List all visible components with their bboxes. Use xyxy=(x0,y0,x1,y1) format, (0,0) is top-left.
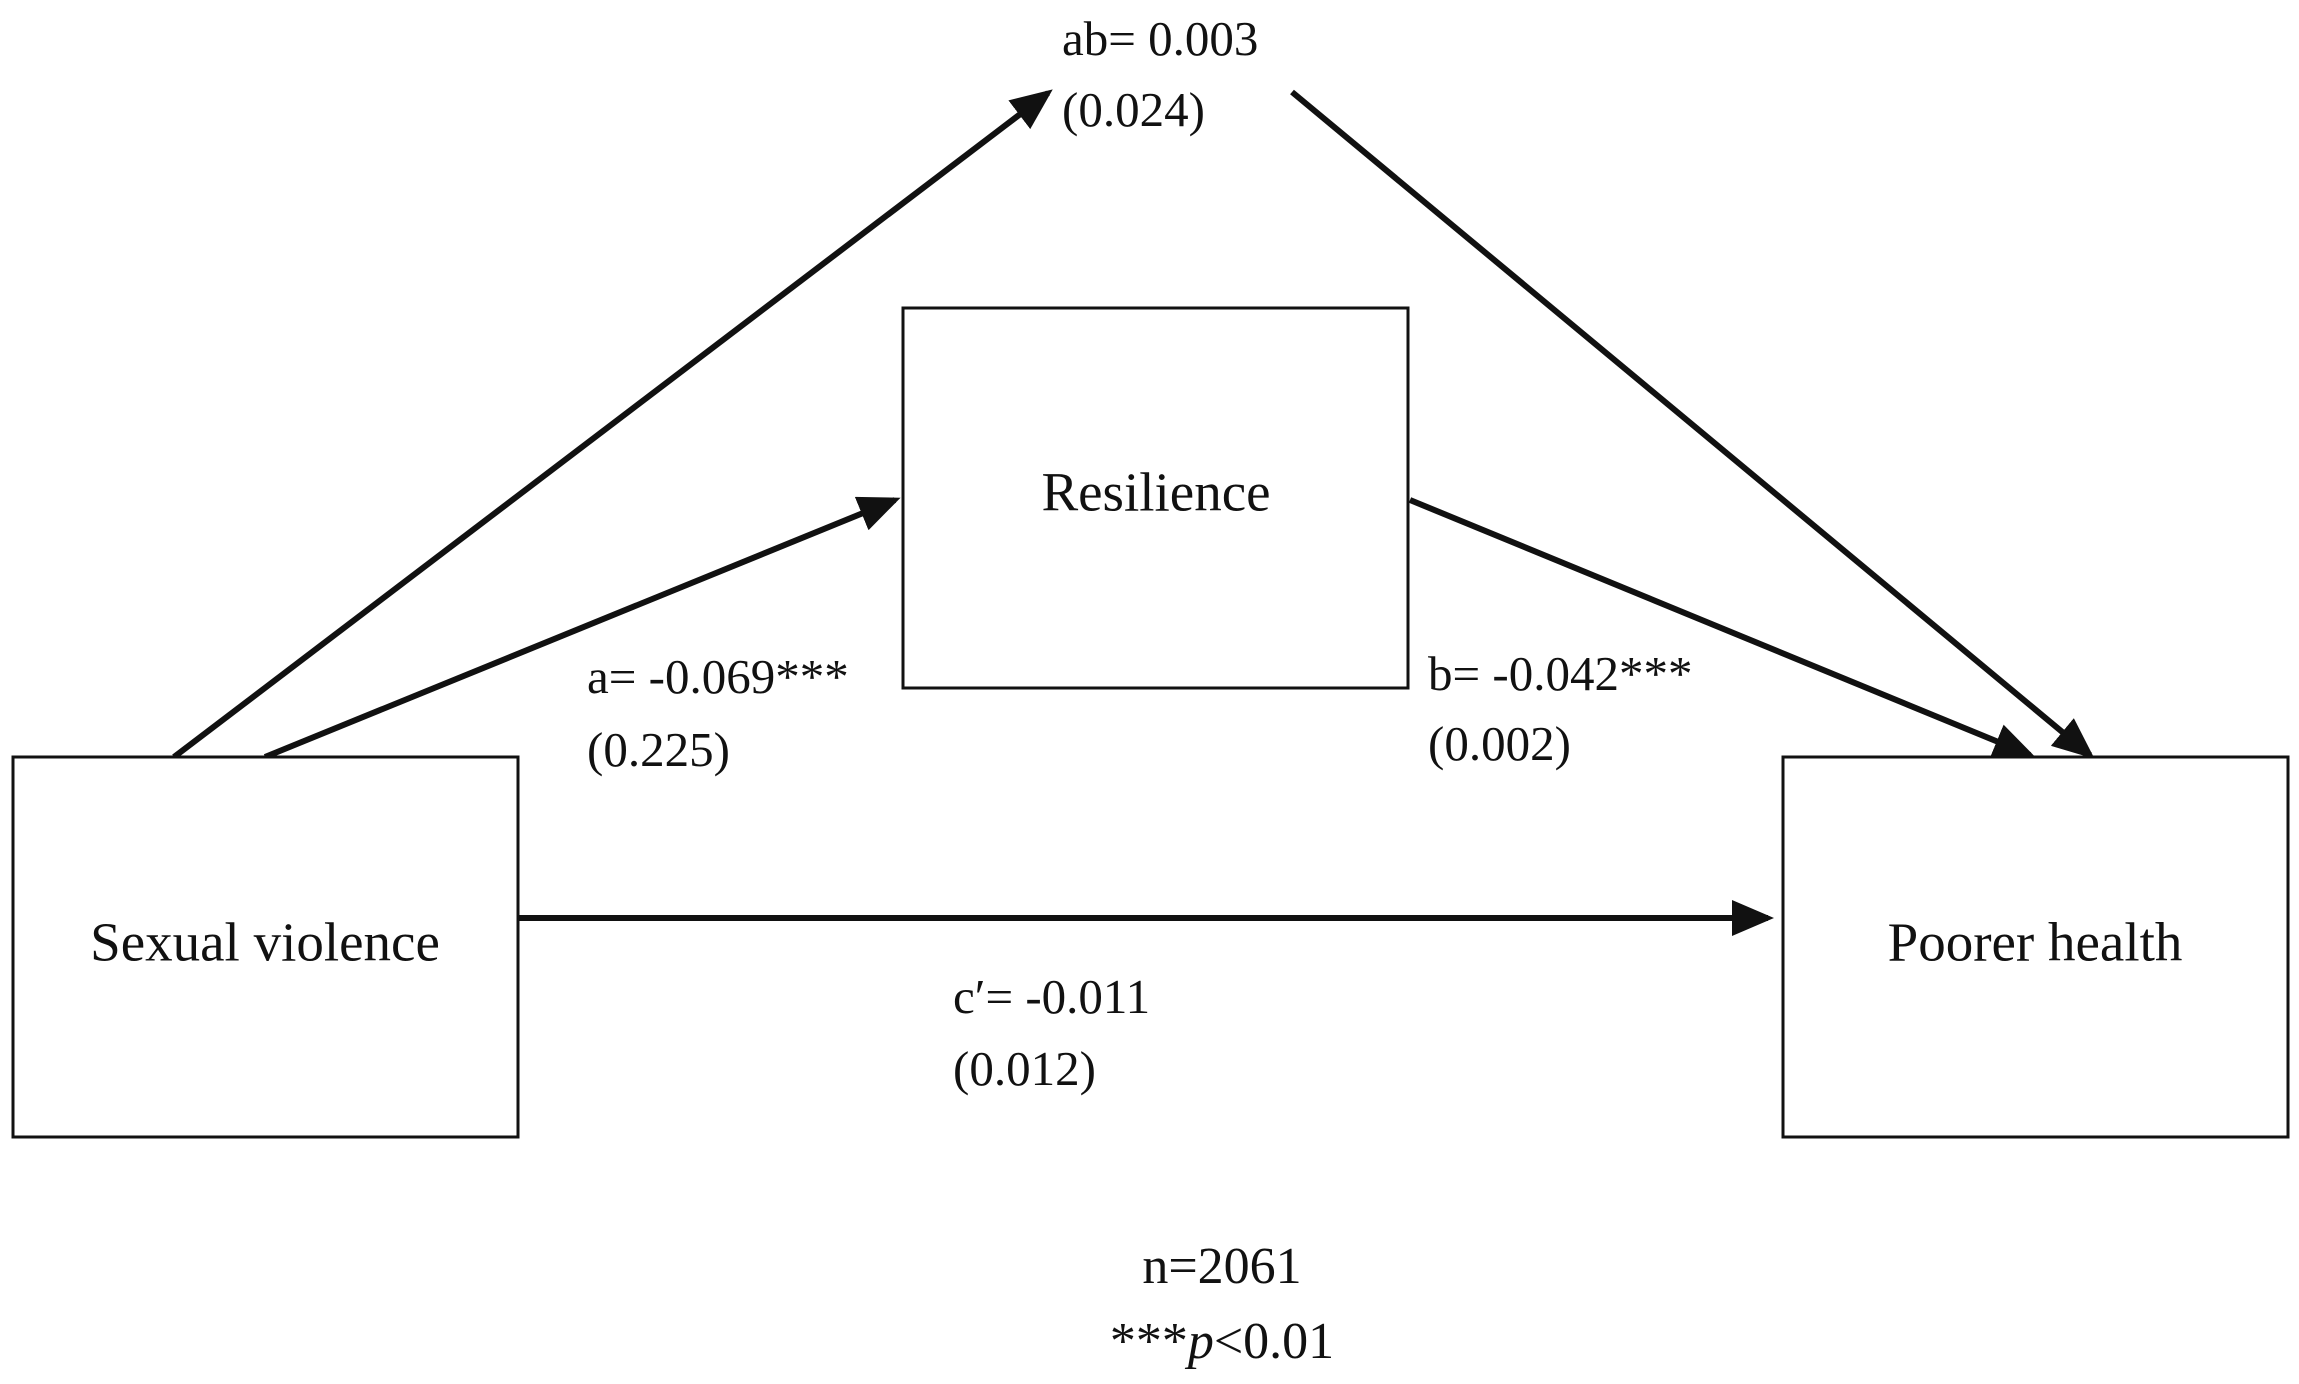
path-a-standard-error: (0.225) xyxy=(587,722,730,777)
significance-p: p xyxy=(1184,1313,1214,1370)
path-c-prime-standard-error: (0.012) xyxy=(953,1041,1096,1096)
path-c-prime-estimate: c′= -0.011 xyxy=(953,969,1150,1024)
path-ab-coefficient: ab= 0.003 (0.024) xyxy=(1062,11,1258,137)
node-poorer-health: Poorer health xyxy=(1781,755,2290,1139)
indirect-effect-arrow-up xyxy=(172,89,1053,760)
significance-threshold: <0.01 xyxy=(1214,1313,1334,1370)
path-b-estimate: b= -0.042*** xyxy=(1428,646,1692,701)
node-sexual-violence-label: Sexual violence xyxy=(90,912,440,973)
node-resilience: Resilience xyxy=(901,306,1410,690)
node-resilience-label: Resilience xyxy=(1041,462,1270,523)
path-b-coefficient: b= -0.042*** (0.002) xyxy=(1428,646,1692,771)
node-sexual-violence: Sexual violence xyxy=(11,755,520,1139)
path-ab-estimate: ab= 0.003 xyxy=(1062,11,1258,66)
indirect-effect-arrow-down xyxy=(1290,89,2095,759)
footnote: n=2061 ***p<0.01 xyxy=(1110,1238,1334,1370)
path-b-arrow xyxy=(1408,497,2036,758)
path-c-prime-coefficient: c′= -0.011 (0.012) xyxy=(953,969,1150,1096)
node-poorer-health-label: Poorer health xyxy=(1888,912,2183,973)
significance-note: ***p<0.01 xyxy=(1110,1313,1334,1370)
path-ab-standard-error: (0.024) xyxy=(1062,82,1205,137)
path-a-estimate: a= -0.069*** xyxy=(587,649,849,704)
path-a-coefficient: a= -0.069*** (0.225) xyxy=(587,649,849,777)
path-b-standard-error: (0.002) xyxy=(1428,716,1571,771)
significance-stars: *** xyxy=(1110,1313,1188,1370)
path-a-arrow xyxy=(263,496,901,760)
sample-size: n=2061 xyxy=(1142,1238,1301,1295)
